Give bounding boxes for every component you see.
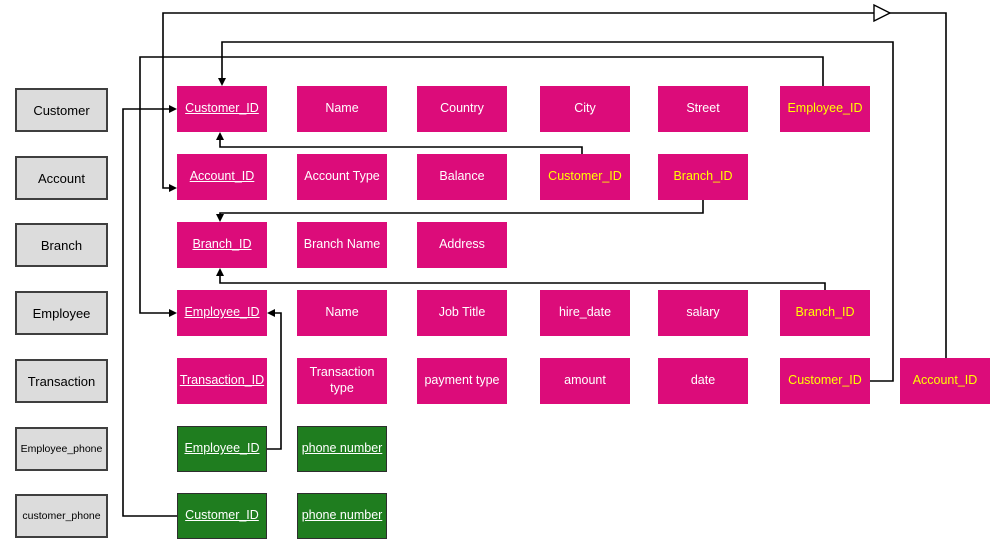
entity-label: customer_phone — [22, 510, 101, 522]
attribute-box-hire-date-r3: hire_date — [540, 290, 630, 336]
attribute-box-customer-id-r1: Customer_ID — [540, 154, 630, 200]
attribute-box-transaction-type-r4: Transaction type — [297, 358, 387, 404]
attribute-label: Transaction type — [309, 365, 375, 395]
attribute-label: salary — [686, 305, 720, 320]
attribute-box-account-id-r4: Account_ID — [900, 358, 990, 404]
attribute-box-customer-id-r6: Customer_ID — [177, 493, 267, 539]
entity-label: Branch — [40, 237, 83, 253]
attribute-label: Address — [439, 237, 485, 252]
attribute-label: Employee_ID — [184, 441, 260, 456]
attribute-label: Customer_ID — [788, 373, 862, 388]
arrowhead-right — [169, 184, 177, 192]
attribute-label: date — [690, 373, 716, 388]
arrowhead-up — [216, 268, 224, 276]
entity-box-branch: Branch — [15, 223, 108, 267]
attribute-box-address-r2: Address — [417, 222, 507, 268]
attribute-label: Country — [440, 101, 484, 116]
attribute-label: phone number — [301, 508, 383, 523]
attribute-box-branch-id-r2: Branch_ID — [177, 222, 267, 268]
entity-label: Account — [38, 170, 85, 186]
connector-account-branchid-to-branch — [219, 200, 704, 220]
attribute-label: Account Type — [304, 169, 380, 184]
attribute-label: Branch_ID — [192, 237, 252, 252]
attribute-label: amount — [564, 373, 606, 388]
hollow-triangle-marker — [873, 3, 892, 23]
attribute-label: Account_ID — [189, 169, 255, 184]
connector-account-customerid-to-customer — [219, 134, 583, 154]
attribute-box-country-r0: Country — [417, 86, 507, 132]
attribute-box-balance-r1: Balance — [417, 154, 507, 200]
attribute-label: Branch Name — [303, 237, 381, 252]
attribute-label: City — [574, 101, 596, 116]
entity-box-account: Account — [15, 156, 108, 200]
attribute-label: Street — [686, 101, 720, 116]
attribute-box-date-r4: date — [658, 358, 748, 404]
attribute-box-street-r0: Street — [658, 86, 748, 132]
entity-box-transaction: Transaction — [15, 359, 108, 403]
attribute-box-branch-id-r1: Branch_ID — [658, 154, 748, 200]
attribute-box-phone-number-r5: phone number — [297, 426, 387, 472]
attribute-label: Account_ID — [912, 373, 978, 388]
attribute-box-employee-id-r3: Employee_ID — [177, 290, 267, 336]
attribute-label: Branch_ID — [673, 169, 733, 184]
attribute-box-customer-id-r4: Customer_ID — [780, 358, 870, 404]
connector-employeephone-to-employee — [267, 312, 282, 450]
attribute-box-name-r0: Name — [297, 86, 387, 132]
arrowhead-down — [218, 78, 226, 86]
attribute-box-transaction-id-r4: Transaction_ID — [177, 358, 267, 404]
entity-label: Employee_phone — [20, 443, 103, 455]
attribute-label: Employee_ID — [787, 101, 863, 116]
entity-label: Transaction — [27, 373, 96, 389]
attribute-box-name-r3: Name — [297, 290, 387, 336]
entity-label: Customer — [33, 102, 90, 118]
attribute-label: Employee_ID — [184, 305, 260, 320]
attribute-box-employee-id-r5: Employee_ID — [177, 426, 267, 472]
attribute-box-payment-type-r4: payment type — [417, 358, 507, 404]
attribute-box-city-r0: City — [540, 86, 630, 132]
attribute-label: payment type — [424, 373, 500, 388]
attribute-box-account-type-r1: Account Type — [297, 154, 387, 200]
entity-box-customer-phone: customer_phone — [15, 494, 108, 538]
entity-box-employee-phone: Employee_phone — [15, 427, 108, 471]
attribute-label: Customer_ID — [185, 508, 259, 523]
attribute-label: Job Title — [438, 305, 486, 320]
attribute-label: Customer_ID — [185, 101, 259, 116]
entity-box-customer: Customer — [15, 88, 108, 132]
attribute-box-salary-r3: salary — [658, 290, 748, 336]
attribute-label: Name — [325, 305, 359, 320]
attribute-label: Customer_ID — [548, 169, 622, 184]
attribute-box-branch-id-r3: Branch_ID — [780, 290, 870, 336]
arrowhead-down — [216, 214, 224, 222]
attribute-box-account-id-r1: Account_ID — [177, 154, 267, 200]
attribute-box-job-title-r3: Job Title — [417, 290, 507, 336]
arrowhead-up — [216, 132, 224, 140]
arrowhead-right — [169, 105, 177, 113]
arrowhead-right — [169, 309, 177, 317]
attribute-label: Transaction_ID — [179, 373, 265, 388]
attribute-label: Branch_ID — [795, 305, 855, 320]
attribute-box-customer-id-r0: Customer_ID — [177, 86, 267, 132]
attribute-label: Balance — [439, 169, 485, 184]
attribute-label: phone number — [301, 441, 383, 456]
arrowhead-left — [267, 309, 275, 317]
attribute-label: hire_date — [558, 305, 612, 320]
attribute-box-branch-name-r2: Branch Name — [297, 222, 387, 268]
entity-label: Employee — [32, 305, 91, 321]
attribute-box-phone-number-r6: phone number — [297, 493, 387, 539]
entity-box-employee: Employee — [15, 291, 108, 335]
attribute-box-employee-id-r0: Employee_ID — [780, 86, 870, 132]
connector-customerphone-to-customer — [122, 108, 177, 517]
attribute-box-amount-r4: amount — [540, 358, 630, 404]
connector-employee-branchid-to-branch — [219, 270, 826, 290]
attribute-label: Name — [325, 101, 359, 116]
